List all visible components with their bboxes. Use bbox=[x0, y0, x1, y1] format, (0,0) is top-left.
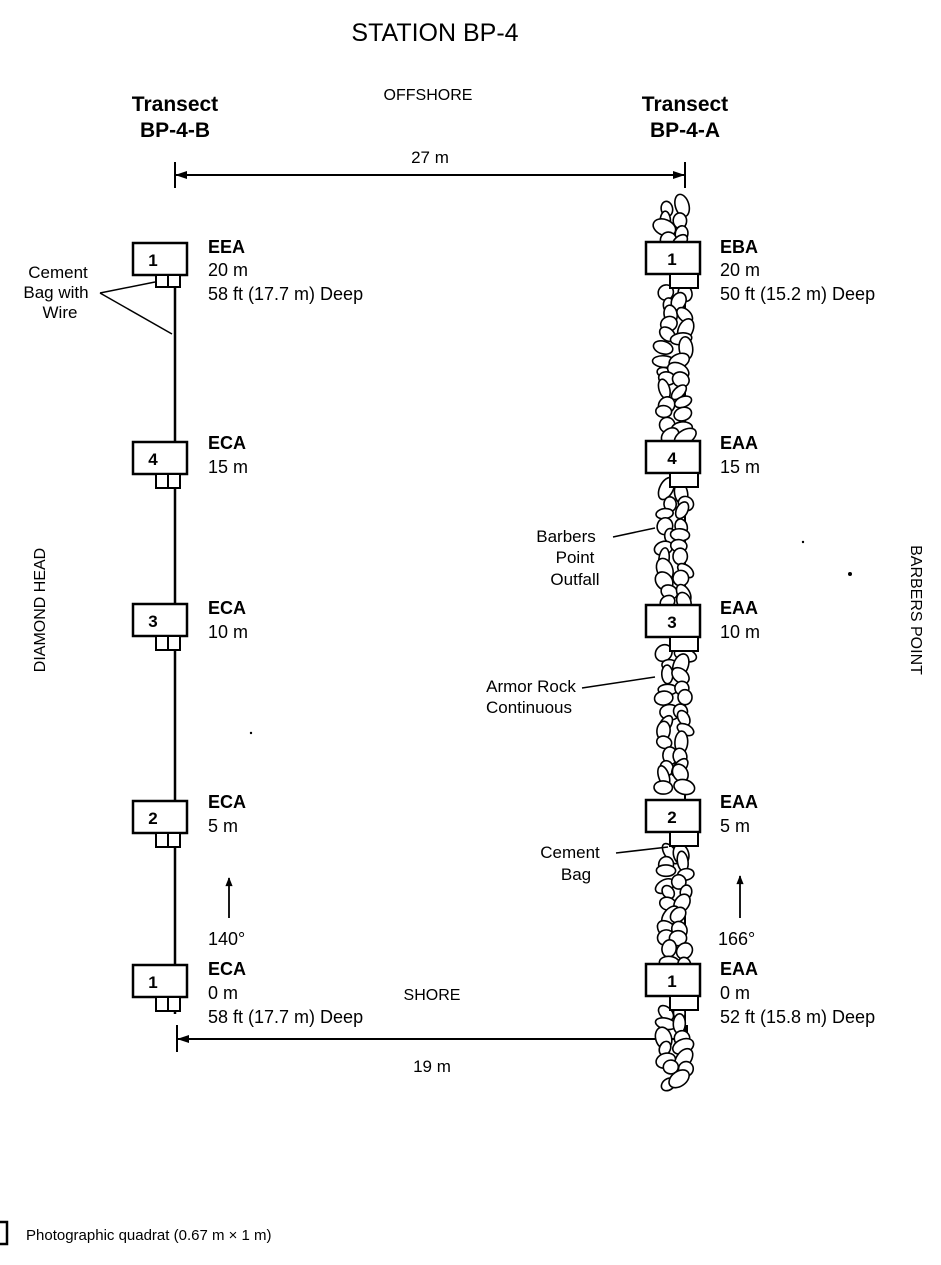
right-quadrat-0m-code: EAA bbox=[720, 959, 758, 979]
right-quadrat-5m-distance: 5 m bbox=[720, 816, 750, 836]
armor-rock bbox=[653, 690, 674, 706]
left-quadrat-20m: 1 bbox=[131, 241, 189, 288]
quadrat-number: 3 bbox=[667, 613, 676, 632]
speck bbox=[249, 731, 253, 735]
diamond-head-label: DIAMOND HEAD bbox=[32, 548, 49, 672]
cement-bag-wire-line2: Bag with bbox=[23, 283, 88, 302]
armor-rock bbox=[655, 735, 673, 750]
armor-rock bbox=[673, 778, 696, 796]
armor-rock bbox=[675, 942, 694, 960]
armor-rock bbox=[674, 501, 690, 520]
left-quadrat-15m-code: ECA bbox=[208, 433, 246, 453]
right-quadrat-0m: 1 bbox=[644, 962, 702, 1011]
left-quadrat-0m-depth: 58 ft (17.7 m) Deep bbox=[208, 1007, 363, 1027]
left-quadrat-20m-distance: 20 m bbox=[208, 260, 248, 280]
left-quadrat-0m-distance: 0 m bbox=[208, 983, 238, 1003]
armor-rock bbox=[677, 688, 693, 706]
cement-bag-line2: Bag bbox=[561, 865, 591, 884]
right-heading-label: 166° bbox=[718, 929, 755, 949]
right-quadrat-20m-code: EBA bbox=[720, 237, 758, 257]
armor-rock bbox=[672, 547, 689, 566]
left-heading-label: 140° bbox=[208, 929, 245, 949]
legend-quadrat-symbol bbox=[0, 1220, 9, 1246]
armor-rock bbox=[673, 406, 693, 422]
legend-label: Photographic quadrat (0.67 m × 1 m) bbox=[26, 1227, 272, 1244]
right-quadrat-20m-distance: 20 m bbox=[720, 260, 760, 280]
speck bbox=[801, 540, 805, 544]
barbers-point-label: BARBERS POINT bbox=[907, 545, 924, 675]
left-quadrat-5m: 2 bbox=[131, 799, 189, 848]
right-quadrat-15m-distance: 15 m bbox=[720, 457, 760, 477]
cement-bag-line1: Cement bbox=[540, 843, 600, 862]
armor-rock bbox=[652, 340, 674, 355]
left-quadrat-10m: 3 bbox=[131, 602, 189, 651]
right-quadrat-20m-depth: 50 ft (15.2 m) Deep bbox=[720, 284, 875, 304]
quadrat-number: 1 bbox=[667, 250, 676, 269]
right-quadrat-15m: 4 bbox=[644, 439, 702, 488]
cement-bag-wire-leader-1 bbox=[99, 281, 156, 294]
left-quadrat-20m-code: EEA bbox=[208, 237, 245, 257]
left-quadrat-15m-distance: 15 m bbox=[208, 457, 248, 477]
armor-rock-leader bbox=[581, 676, 656, 689]
armor-rock bbox=[661, 884, 676, 900]
right-quadrat-10m-distance: 10 m bbox=[720, 622, 760, 642]
shore-label: SHORE bbox=[404, 987, 461, 1004]
quadrat-number: 1 bbox=[148, 973, 157, 992]
quadrat-number: 2 bbox=[148, 809, 157, 828]
armor-rock bbox=[669, 906, 687, 924]
right-quadrat-5m-code: EAA bbox=[720, 792, 758, 812]
quadrat-number: 4 bbox=[148, 450, 158, 469]
cement-bag-wire-line1: Cement bbox=[28, 263, 88, 282]
transect-a-label-line1: Transect bbox=[642, 93, 728, 116]
right-quadrat-20m: 1 bbox=[644, 240, 702, 289]
armor-rock bbox=[668, 1069, 690, 1089]
quadrat-number: 1 bbox=[148, 251, 157, 270]
quadrat-number: 2 bbox=[667, 808, 676, 827]
left-quadrat-0m-code: ECA bbox=[208, 959, 246, 979]
left-quadrat-10m-distance: 10 m bbox=[208, 622, 248, 642]
armor-rock-line2: Continuous bbox=[486, 698, 572, 717]
right-quadrat-10m-code: EAA bbox=[720, 598, 758, 618]
quadrat-number: 1 bbox=[667, 972, 676, 991]
cement-bag-wire-line3: Wire bbox=[43, 303, 78, 322]
right-quadrat-5m: 2 bbox=[644, 798, 702, 847]
barbers-outfall-line1: Barbers bbox=[536, 527, 596, 546]
left-quadrat-5m-distance: 5 m bbox=[208, 816, 238, 836]
offshore-label: OFFSHORE bbox=[384, 87, 473, 104]
transect-b-label-line1: Transect bbox=[132, 93, 218, 116]
barbers-outfall-line3: Outfall bbox=[550, 570, 599, 589]
armor-rock bbox=[655, 404, 673, 419]
barbers-outfall-line2: Point bbox=[556, 548, 595, 567]
bottom-distance-label: 19 m bbox=[413, 1057, 451, 1076]
right-quadrat-0m-depth: 52 ft (15.8 m) Deep bbox=[720, 1007, 875, 1027]
speck bbox=[848, 572, 852, 576]
right-quadrat-15m-code: EAA bbox=[720, 433, 758, 453]
cement-bag-wire-leader-2 bbox=[99, 292, 173, 335]
cement-bag-leader bbox=[615, 846, 669, 854]
armor-rock bbox=[655, 864, 677, 878]
quadrat-number: 3 bbox=[148, 612, 157, 631]
quadrat-number: 4 bbox=[667, 449, 677, 468]
right-quadrat-0m-distance: 0 m bbox=[720, 983, 750, 1003]
left-quadrat-5m-code: ECA bbox=[208, 792, 246, 812]
right-quadrat-10m: 3 bbox=[644, 603, 702, 652]
left-quadrat-20m-depth: 58 ft (17.7 m) Deep bbox=[208, 284, 363, 304]
armor-rock bbox=[653, 780, 674, 795]
left-quadrat-15m: 4 bbox=[131, 440, 189, 489]
left-quadrat-0m: 1 bbox=[131, 963, 189, 1012]
diagram-title: STATION BP-4 bbox=[351, 19, 518, 47]
left-quadrat-10m-code: ECA bbox=[208, 598, 246, 618]
barbers-outfall-leader bbox=[612, 527, 656, 538]
transect-b-label-line2: BP-4-B bbox=[140, 119, 210, 142]
top-distance-label: 27 m bbox=[411, 148, 449, 167]
armor-rock bbox=[671, 666, 690, 685]
transect-a-label-line2: BP-4-A bbox=[650, 119, 720, 142]
armor-rock-line1: Armor Rock bbox=[486, 677, 576, 696]
